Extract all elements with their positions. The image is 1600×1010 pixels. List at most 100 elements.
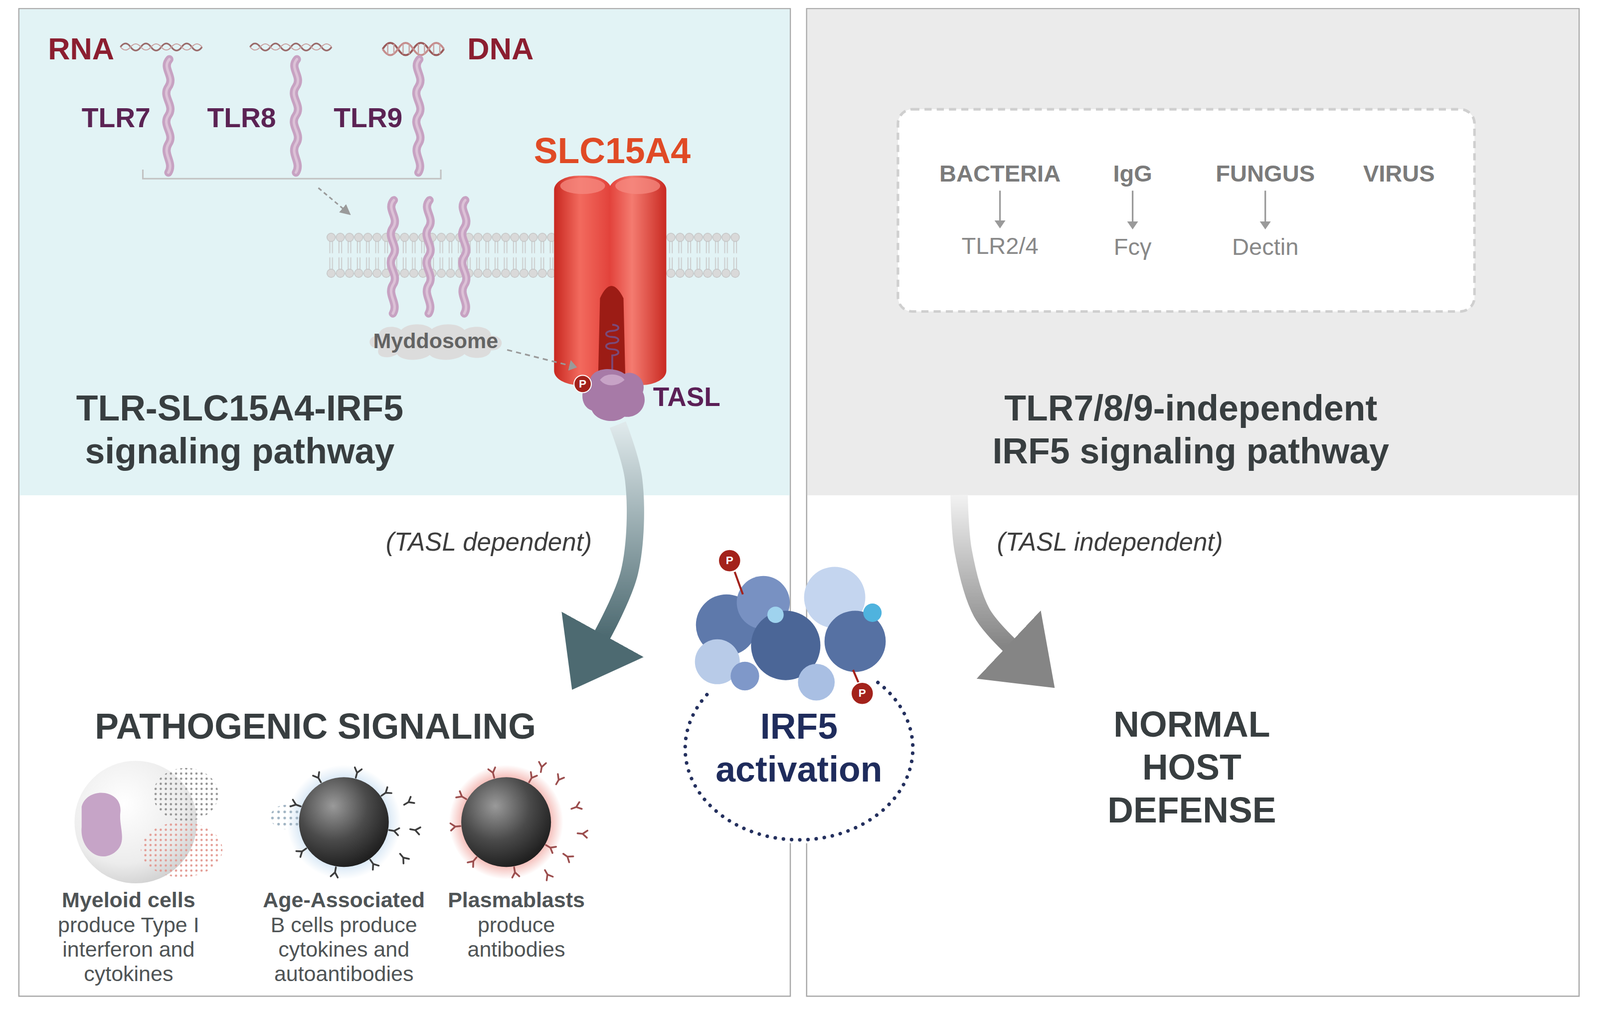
b-cell-illustration (352, 767, 362, 779)
node-text: Myeloid cells produce Type I interferon … (44, 887, 213, 986)
panels (897, 109, 1475, 312)
edge-label: (TASL independent) (996, 526, 1223, 557)
node-text: Dectin (1232, 232, 1299, 261)
b-cell-illustration (397, 851, 409, 864)
transporter-illustration (560, 177, 606, 194)
plasmablast-illustration (541, 868, 553, 881)
panels (807, 8, 1579, 496)
nucleic-acids (120, 42, 444, 56)
flow-arrow (1131, 190, 1134, 222)
stimulus-text: VIRUS (1357, 156, 1441, 191)
node-text: BACTERIA (939, 159, 1061, 188)
tasl-illustration (599, 374, 625, 386)
node-text: Fcγ (1113, 232, 1152, 261)
irf5-protein-illustration (734, 571, 743, 595)
edge-label: (TASL dependent) (385, 526, 592, 557)
plasmablast-illustration (543, 841, 556, 853)
b-cell-illustration (270, 764, 421, 880)
node-text: TLR2/4 (961, 231, 1039, 260)
panels (18, 8, 1580, 996)
receptor-text: Dectin (1224, 229, 1307, 265)
myeloid-cell-illustration (153, 767, 219, 821)
toll-like-receptors (143, 59, 442, 215)
irf5-activation-circle (681, 653, 917, 844)
b-cell-illustration (330, 866, 340, 878)
plasmablast-illustration (510, 866, 520, 878)
toll-like-receptors (166, 59, 171, 173)
myeloid-cell: Myeloid cells produce Type I interferon … (41, 760, 216, 990)
irf5-protein-illustration (767, 606, 784, 623)
node-text: IRF5 activation (697, 705, 901, 791)
transporter-illustration (615, 177, 661, 194)
tasl-illustration (573, 374, 592, 393)
node-text: Age-Associated B cells produce cytokines… (257, 887, 431, 986)
node-text: TLR7/8/9-independent IRF5 signaling path… (976, 386, 1406, 473)
flow-arrow (999, 190, 1001, 221)
pathogenic-region: PATHOGENIC SIGNALINGMyeloid cells produc… (30, 694, 664, 993)
b-cell-illustration (367, 857, 379, 870)
plasmablast-illustration (561, 850, 574, 863)
stimulus-text: FUNGUS (1209, 156, 1321, 191)
transporter-illustration (553, 175, 667, 385)
node-text: Plasmablasts produce antibodies (442, 887, 591, 961)
node-text: FUNGUS (1215, 159, 1315, 188)
receptor-label: TLR7 (81, 102, 151, 135)
membrane (426, 199, 431, 314)
plasmablast-illustration (467, 854, 480, 867)
plasmablast-illustration (456, 790, 469, 802)
myeloid-cell-illustration (74, 760, 223, 884)
receptor-label: TLR8 (206, 102, 276, 135)
plasmablast-illustration (488, 767, 498, 779)
nucleic-acids (382, 42, 444, 56)
nucleic-acid-label: RNA (47, 31, 115, 67)
phospho-label: P (578, 377, 587, 391)
tasl-illustration (573, 368, 645, 421)
phospho-label: P (858, 686, 867, 700)
independent-band: TLR7/8/9-independent IRF5 signaling path… (807, 8, 1579, 495)
irf5-protein-illustration (853, 669, 860, 685)
stimulus-text: BACTERIA (933, 156, 1067, 191)
tasl-illustration (582, 368, 645, 421)
pathway-band: TLR-SLC15A4-IRF5 signaling pathwaySLC15A… (19, 8, 790, 495)
receptor-text: TLR2/4 (954, 228, 1047, 264)
stimulus-text: IgG (1101, 156, 1164, 191)
irf5-protein-illustration (851, 682, 874, 705)
membrane (390, 199, 395, 314)
pathway-arrow (959, 495, 1011, 646)
nucleic-acids (387, 43, 440, 54)
plasmablast-cell: Plasmablasts produce antibodies (437, 760, 596, 990)
node-text: IgG (1112, 159, 1152, 188)
irf5-activation-circle (685, 680, 913, 840)
plasmablast-illustration (570, 801, 582, 812)
toll-like-receptors (143, 169, 442, 179)
tasl-protein: TASL (577, 367, 727, 425)
flow-arrow (507, 350, 570, 366)
node-text: Myddosome (373, 328, 499, 355)
irf5-protein-illustration (797, 663, 835, 701)
nucleic-acid-label: DNA (467, 31, 534, 67)
b-cell-illustration (296, 845, 309, 857)
irf5-protein-illustration (681, 549, 917, 844)
plasmablast-illustration (448, 761, 588, 881)
node-text: NORMAL HOST DEFENSE (1089, 703, 1294, 832)
nucleic-acids (382, 42, 444, 56)
phospho-label: P (725, 553, 734, 567)
myddosome-cloud (369, 324, 502, 360)
flow-arrow (1264, 190, 1266, 222)
myddosome-cloud: Myddosome (364, 320, 508, 362)
plasmablast-illustration (537, 761, 546, 773)
nucleic-acids (120, 43, 202, 51)
node-text: TLR-SLC15A4-IRF5 signaling pathway (35, 386, 445, 473)
b-cell-illustration (313, 771, 325, 784)
nucleic-acids (120, 43, 202, 50)
toll-like-receptors (318, 187, 351, 215)
b-cell-illustration (290, 799, 302, 810)
plasmablast-illustration (577, 829, 588, 838)
myeloid-cell-illustration (81, 792, 122, 857)
b-cell-illustration (270, 804, 303, 829)
panels (19, 8, 790, 496)
